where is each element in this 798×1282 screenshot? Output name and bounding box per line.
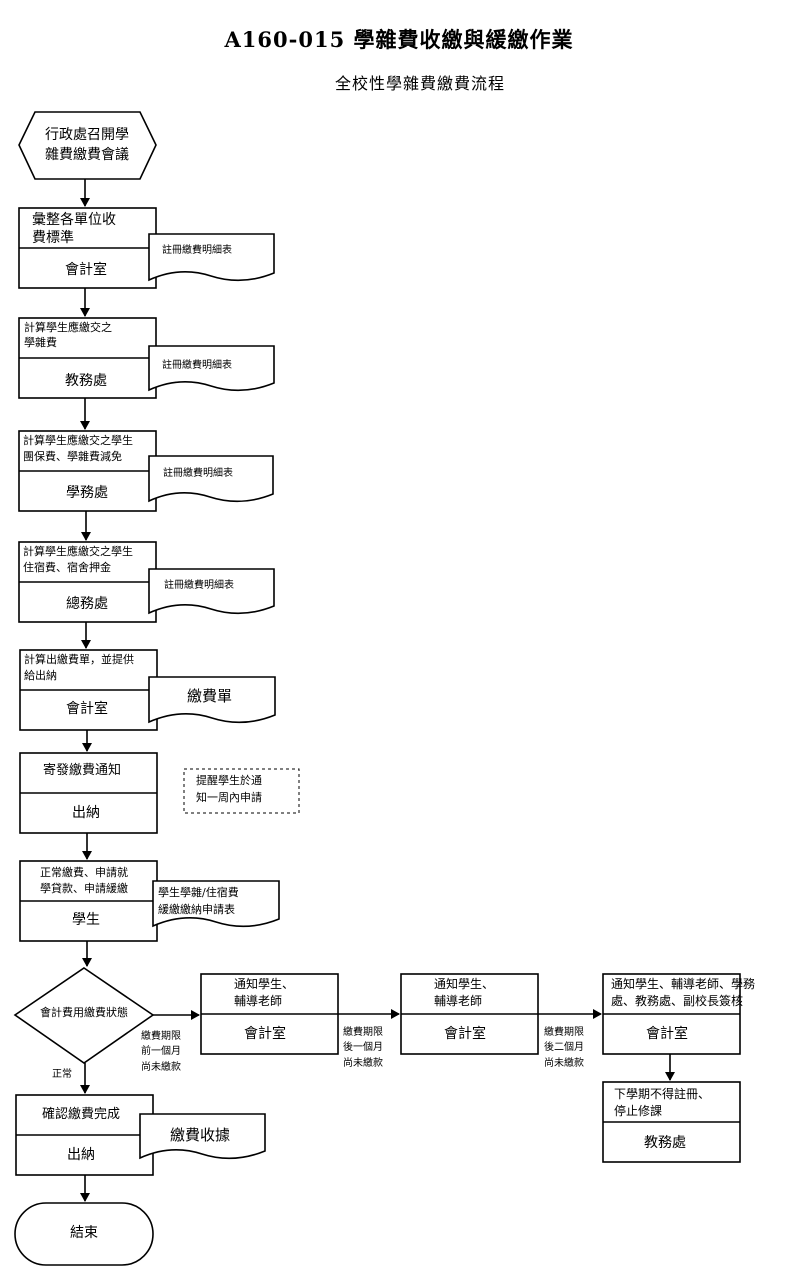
branch3-condition-line2: 後二個月 xyxy=(544,1042,584,1053)
step2-task-line2: 學雜費 xyxy=(24,336,57,349)
decision-diamond xyxy=(13,967,155,1064)
end-terminal xyxy=(14,1202,154,1266)
branch2-task-line1: 通知學生、 xyxy=(434,977,495,991)
step1-doc: 註冊繳費明細表 xyxy=(162,245,232,256)
step6-task: 寄發繳費通知 xyxy=(43,763,122,778)
page-title: A160-015 學雜費收繳與緩繳作業 xyxy=(224,27,574,52)
suspend-unit: 教務處 xyxy=(644,1135,686,1151)
branch2-condition-line1: 繳費期限 xyxy=(343,1027,383,1038)
branch1-task-line2: 輔導老師 xyxy=(234,994,283,1008)
note-box xyxy=(183,768,300,814)
document-shape-2 xyxy=(148,345,275,392)
step7-doc-line2: 緩繳繳納申請表 xyxy=(158,903,235,916)
document-shape-3 xyxy=(148,455,274,503)
suspend-task-line1: 下學期不得註冊、 xyxy=(614,1087,711,1101)
branch1-task-line1: 通知學生、 xyxy=(234,977,295,991)
suspend-task-line2: 停止修課 xyxy=(614,1104,663,1118)
decision-yes-label: 正常 xyxy=(52,1069,72,1080)
end-label: 結束 xyxy=(70,1225,98,1241)
branch3-task-line1: 通知學生、輔導老師、學務 xyxy=(611,977,756,991)
start-node xyxy=(18,111,157,180)
step4-task-line1: 計算學生應繳交之學生 xyxy=(23,545,133,558)
branch2-condition-line3: 尚未繳款 xyxy=(343,1058,383,1069)
document-shape-1 xyxy=(148,233,275,282)
step5-doc: 繳費單 xyxy=(187,687,233,705)
document-shape-5 xyxy=(148,676,276,724)
step1-unit: 會計室 xyxy=(65,262,107,278)
step3-unit: 學務處 xyxy=(66,485,108,501)
step2-unit: 教務處 xyxy=(65,373,107,389)
document-shape-6 xyxy=(152,880,280,928)
step5-task-line1: 計算出繳費單，並提供 xyxy=(24,653,134,666)
step3-task-line2: 團保費、學雜費減免 xyxy=(23,450,122,463)
decision-label: 會計費用繳費狀態 xyxy=(40,1006,128,1019)
step5-task-line2: 給出納 xyxy=(24,669,57,682)
step3-doc: 註冊繳費明細表 xyxy=(163,468,233,479)
start-label-line1: 行政處召開學 xyxy=(45,127,129,143)
branch2-condition-line2: 後一個月 xyxy=(343,1042,383,1053)
step4-task-line2: 住宿費、宿舍押金 xyxy=(23,561,111,574)
start-label-line2: 雜費繳費會議 xyxy=(45,147,129,163)
document-shape-receipt xyxy=(139,1113,266,1160)
step6-unit: 出納 xyxy=(72,805,100,821)
step4-unit: 總務處 xyxy=(66,596,108,612)
page-subtitle: 全校性學雜費繳費流程 xyxy=(335,74,506,93)
step7-unit: 學生 xyxy=(72,912,100,928)
branch3-task-line2: 處、教務處、副校長簽核 xyxy=(611,994,744,1008)
confirm-unit: 出納 xyxy=(67,1147,95,1163)
note-line2: 知一周內申請 xyxy=(196,791,262,804)
branch3-condition-line3: 尚未繳款 xyxy=(544,1058,584,1069)
branch2-unit: 會計室 xyxy=(444,1026,486,1042)
step1-task-line2: 費標準 xyxy=(32,230,74,246)
confirm-task: 確認繳費完成 xyxy=(42,1107,121,1122)
step2-doc: 註冊繳費明細表 xyxy=(162,360,232,371)
branch1-condition-line1: 繳費期限 xyxy=(141,1031,181,1042)
branch1-condition-line2: 前一個月 xyxy=(141,1046,181,1057)
note-line1: 提醒學生於通 xyxy=(196,774,262,787)
branch3-condition-line1: 繳費期限 xyxy=(544,1027,584,1038)
step7-task-line1: 正常繳費、申請就 xyxy=(40,866,128,879)
confirm-doc: 繳費收據 xyxy=(170,1126,231,1144)
branch1-unit: 會計室 xyxy=(244,1026,286,1042)
step7-doc-line1: 學生學雜/住宿費 xyxy=(158,886,239,899)
step7-task-line2: 學貸款、申請緩繳 xyxy=(40,882,128,895)
branch2-task-line2: 輔導老師 xyxy=(434,994,483,1008)
step5-unit: 會計室 xyxy=(66,701,108,717)
branch1-condition-line3: 尚未繳款 xyxy=(141,1062,181,1073)
step4-doc: 註冊繳費明細表 xyxy=(164,580,234,591)
step1-task-line1: 彙整各單位收 xyxy=(32,212,116,228)
document-shape-4 xyxy=(148,568,275,615)
step2-task-line1: 計算學生應繳交之 xyxy=(24,321,112,334)
step3-task-line1: 計算學生應繳交之學生 xyxy=(23,434,133,447)
branch3-unit: 會計室 xyxy=(646,1026,688,1042)
